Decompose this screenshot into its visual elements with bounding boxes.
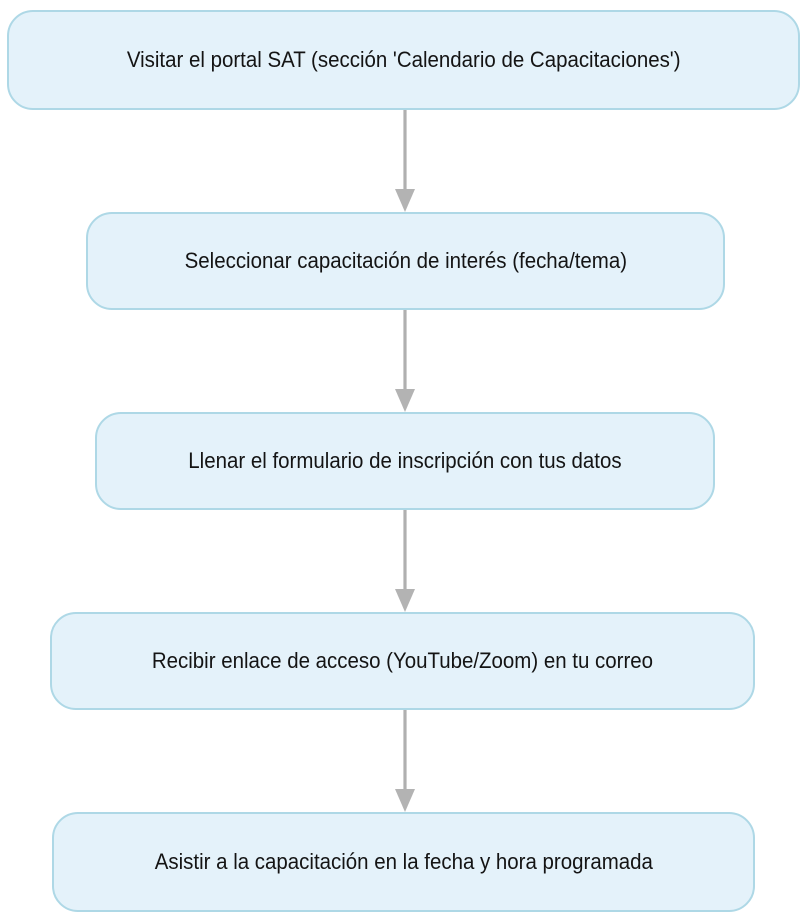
flow-node-llenar-formulario[interactable]: Llenar el formulario de inscripción con … bbox=[95, 412, 715, 510]
flow-node-label: Llenar el formulario de inscripción con … bbox=[188, 447, 622, 473]
flow-node-seleccionar-capacitacion[interactable]: Seleccionar capacitación de interés (fec… bbox=[86, 212, 725, 310]
flow-node-label: Seleccionar capacitación de interés (fec… bbox=[184, 247, 627, 273]
flow-edge-n0-n1 bbox=[395, 110, 415, 212]
flow-node-label: Asistir a la capacitación en la fecha y … bbox=[154, 848, 653, 874]
flow-edge-n1-n2 bbox=[395, 310, 415, 412]
flow-node-label: Visitar el portal SAT (sección 'Calendar… bbox=[126, 46, 681, 72]
flow-node-visitar-portal-sat[interactable]: Visitar el portal SAT (sección 'Calendar… bbox=[7, 10, 800, 110]
flow-node-asistir-capacitacion[interactable]: Asistir a la capacitación en la fecha y … bbox=[52, 812, 755, 912]
down-arrow-icon bbox=[395, 589, 415, 612]
flow-edge-n2-n3 bbox=[395, 510, 415, 612]
flow-edge-n3-n4 bbox=[395, 710, 415, 812]
flow-node-label: Recibir enlace de acceso (YouTube/Zoom) … bbox=[151, 647, 654, 673]
down-arrow-icon bbox=[395, 189, 415, 212]
down-arrow-icon bbox=[395, 389, 415, 412]
down-arrow-icon bbox=[395, 789, 415, 812]
flow-node-recibir-enlace-acceso[interactable]: Recibir enlace de acceso (YouTube/Zoom) … bbox=[50, 612, 755, 710]
